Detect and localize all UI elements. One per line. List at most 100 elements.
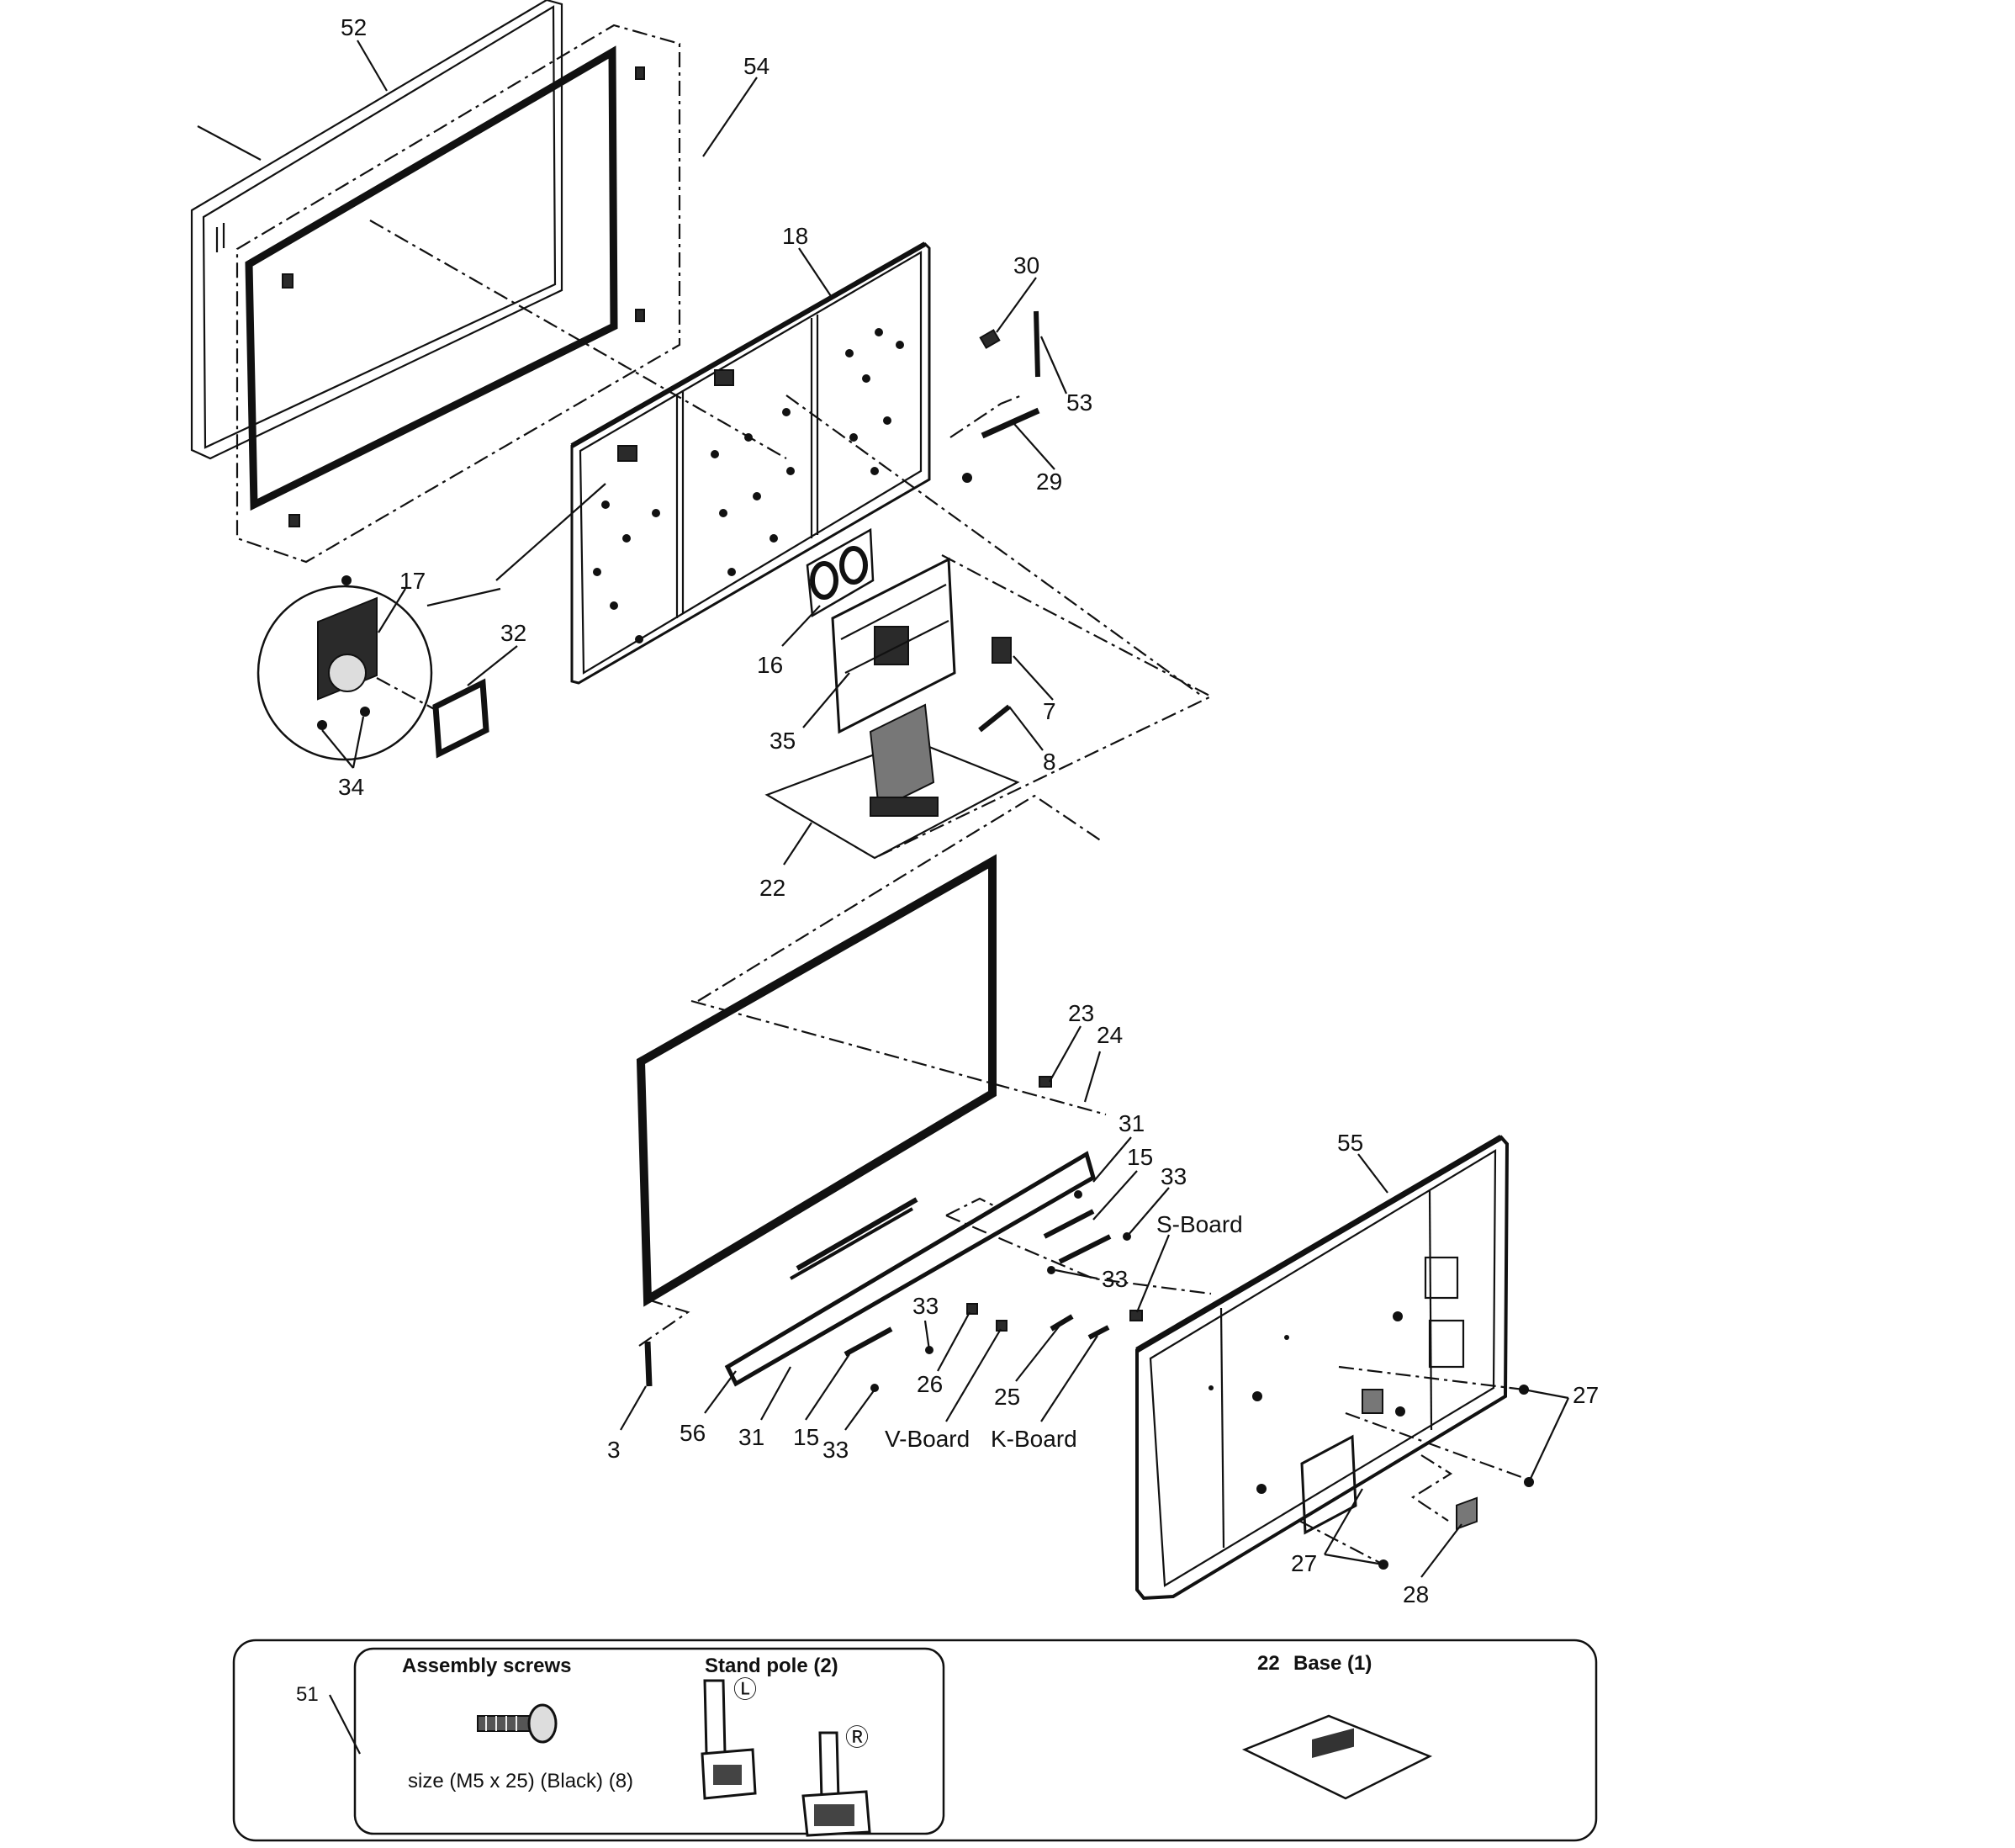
- part-8-screw: [978, 704, 1011, 733]
- callout-leader-sboard: [1135, 1234, 1171, 1313]
- base-number: 22: [1257, 1652, 1280, 1675]
- callout-leader-8: [1008, 706, 1044, 751]
- callout-leader-31b: [760, 1366, 791, 1421]
- part-26: [966, 1303, 978, 1315]
- callout-leader-30: [996, 277, 1037, 333]
- v-board: [996, 1320, 1008, 1332]
- callout-23: 23: [1068, 1000, 1094, 1026]
- callout-leader-33b: [1055, 1268, 1098, 1280]
- callout-25: 25: [994, 1384, 1020, 1410]
- stand-pole-right-icon: [801, 1731, 871, 1837]
- callout-3: 3: [607, 1437, 621, 1463]
- callout-18: 18: [782, 223, 808, 249]
- callout-17: 17: [399, 568, 426, 594]
- callout-33c: 33: [912, 1293, 939, 1319]
- callout-leader-29: [1013, 423, 1055, 470]
- callout-29: 29: [1036, 469, 1062, 495]
- callout-24: 24: [1097, 1022, 1123, 1048]
- k-board: [1087, 1325, 1110, 1340]
- fan-detail-callout: [257, 483, 606, 761]
- callout-15b: 15: [793, 1424, 819, 1450]
- callout-leader-32: [467, 645, 518, 686]
- callout-leader-3: [620, 1385, 647, 1431]
- screw: [962, 473, 972, 483]
- base-icon: [1241, 1714, 1433, 1800]
- display-panel: [636, 854, 997, 1307]
- callout-leader-51: [329, 1694, 361, 1755]
- callout-leader-27a2: [1528, 1397, 1569, 1483]
- callout-leader-kboard: [1040, 1335, 1098, 1422]
- callout-35: 35: [770, 728, 796, 754]
- callout-55: 55: [1337, 1130, 1363, 1156]
- alignment-line: [945, 1214, 1212, 1295]
- callout-leader-27b2: [1324, 1488, 1363, 1555]
- base-foot: [870, 797, 939, 817]
- bezel-frame-54: [235, 24, 681, 564]
- s-board: [1129, 1310, 1143, 1321]
- rear-chassis-18: [570, 241, 931, 685]
- bezel-clip: [635, 66, 645, 80]
- callout-leader-33a: [1126, 1187, 1170, 1237]
- base-title: Base (1): [1293, 1652, 1372, 1675]
- accessories-box-51: [232, 1639, 1598, 1842]
- callout-51: 51: [296, 1683, 319, 1706]
- chassis-bracket: [617, 445, 637, 462]
- callout-leader-33d: [844, 1389, 875, 1431]
- callout-27b: 27: [1291, 1550, 1317, 1576]
- callout-15a: 15: [1127, 1144, 1153, 1170]
- callout-leader-26: [937, 1311, 970, 1372]
- callout-leader-34b: [352, 716, 365, 769]
- alignment-line: [874, 554, 1214, 859]
- callout-leader-15a: [1092, 1170, 1138, 1221]
- bezel-clip: [635, 309, 645, 322]
- callout-leader-16: [781, 605, 821, 647]
- callout-leader-54: [702, 77, 758, 157]
- callout-leader-56: [704, 1370, 737, 1414]
- callout-leader-34a: [321, 729, 354, 769]
- callout-v-board: V-Board: [885, 1426, 970, 1452]
- alignment-line: [638, 1298, 690, 1347]
- part-53: [1034, 310, 1040, 378]
- alignment-line: [697, 794, 1103, 1002]
- callout-33b: 33: [1102, 1266, 1128, 1292]
- callout-leader-18: [798, 247, 833, 299]
- rear-cover-bracket: [1362, 1389, 1383, 1414]
- callout-27a: 27: [1573, 1382, 1599, 1408]
- callout-leader-27a: [1523, 1388, 1569, 1400]
- callout-leader-24: [1083, 1051, 1102, 1103]
- stand-pole-right-mark: Ⓡ: [845, 1724, 869, 1750]
- stand-neck-16: [806, 527, 875, 618]
- callout-leader-15b: [805, 1353, 850, 1421]
- callout-leader-35: [802, 672, 850, 728]
- callout-leader-vboard: [945, 1328, 1002, 1422]
- callout-32: 32: [500, 620, 526, 646]
- s-board-cable: [1043, 1209, 1095, 1239]
- stand-pole-left-mark: Ⓛ: [733, 1676, 757, 1702]
- part-28: [1456, 1496, 1478, 1530]
- s-board-cable: [1058, 1234, 1112, 1264]
- alignment-line: [1345, 1411, 1531, 1482]
- callout-leader-52: [357, 40, 388, 92]
- assembly-screws-title: Assembly screws: [402, 1655, 571, 1677]
- callout-28: 28: [1403, 1581, 1429, 1607]
- callout-leader-22: [783, 822, 812, 866]
- stand-pole-left-icon: [701, 1679, 757, 1800]
- callout-8: 8: [1043, 749, 1056, 775]
- callout-leader-17: [378, 588, 406, 633]
- bezel-clip: [288, 514, 300, 527]
- callout-16: 16: [757, 652, 783, 678]
- bezel-clip: [282, 273, 294, 289]
- alignment-line: [1410, 1454, 1453, 1522]
- front-glass-panel-52: [190, 0, 563, 460]
- callout-56: 56: [680, 1420, 706, 1446]
- callout-7: 7: [1043, 698, 1056, 724]
- callout-leader-25: [1015, 1325, 1060, 1382]
- callout-22: 22: [759, 875, 785, 901]
- callout-leader-52a: [197, 125, 262, 161]
- callout-leader-27b: [1324, 1553, 1384, 1566]
- part-7: [992, 637, 1012, 664]
- callout-leader-28: [1420, 1523, 1462, 1578]
- callout-52: 52: [341, 14, 367, 40]
- stand-pole-title: Stand pole (2): [705, 1655, 838, 1677]
